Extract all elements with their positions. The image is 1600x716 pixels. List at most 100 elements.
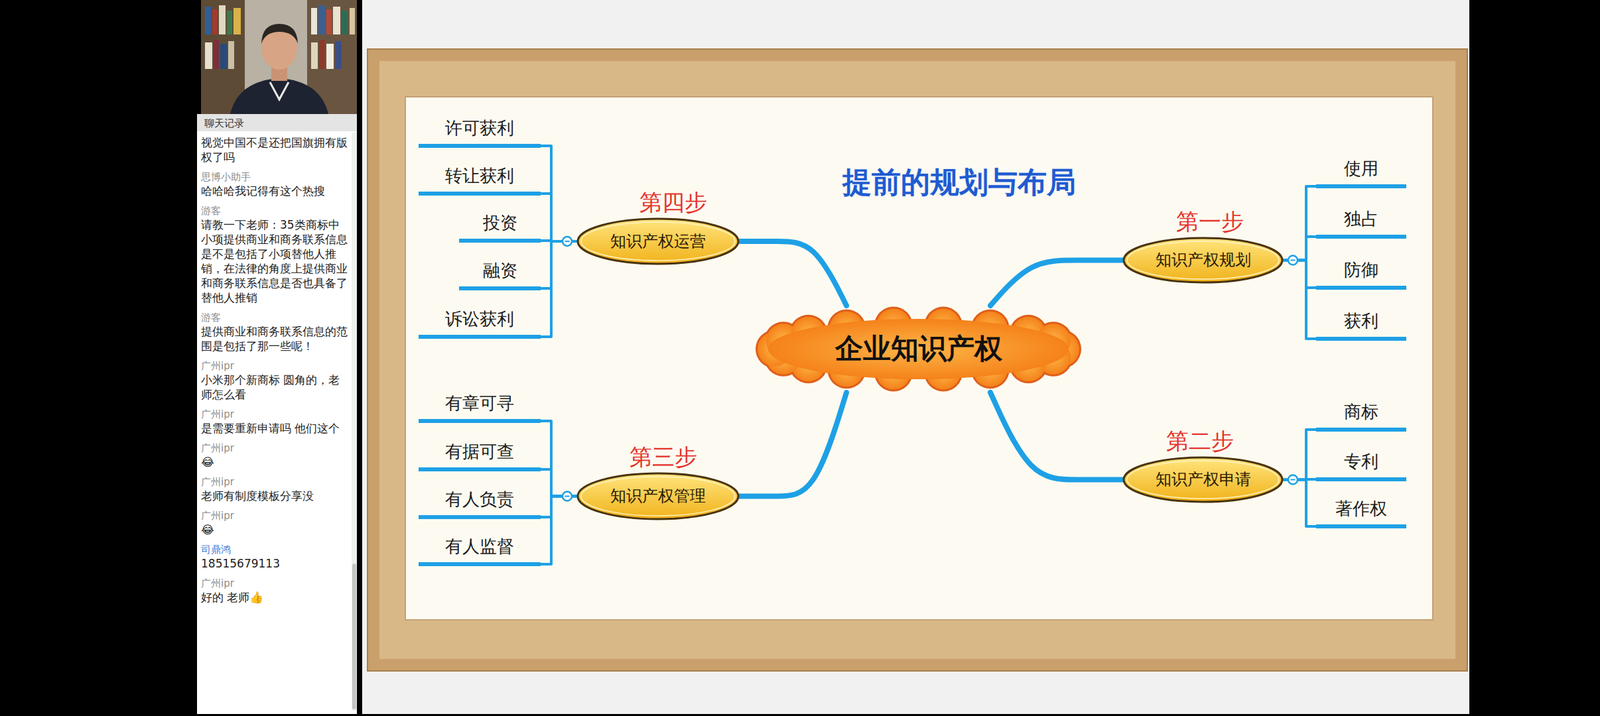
- branch-label: 融资: [482, 260, 518, 282]
- book: [212, 9, 218, 35]
- branch-item: 独占: [1316, 203, 1407, 239]
- branch-item: 许可获利: [418, 112, 541, 148]
- step-oval: 第三步知识产权管理: [576, 472, 740, 521]
- chat-message: 哈哈哈我记得有这个热搜: [200, 183, 350, 199]
- branch-item: 有人监督: [418, 531, 541, 567]
- branch-item: 获利: [1316, 305, 1407, 341]
- chat-log: 视觉中国不是还把国旗拥有版权了吗思博小助手哈哈哈我记得有这个热搜游客请教一下老师…: [200, 135, 350, 605]
- toggle-minus: [565, 496, 570, 498]
- book: [218, 5, 226, 35]
- chat-message: 视觉中国不是还把国旗拥有版权了吗: [200, 135, 350, 165]
- branch-label: 有人监督: [445, 536, 515, 558]
- book: [318, 5, 326, 35]
- toggle-minus: [1290, 479, 1296, 481]
- central-cloud: 企业知识产权: [754, 305, 1082, 393]
- book: [341, 10, 348, 35]
- chat-sender: 游客: [200, 311, 350, 325]
- oval-outline: [577, 218, 739, 265]
- chat-message: 18515679113: [200, 556, 350, 572]
- sub-branch: [1283, 186, 1317, 261]
- sub-branch: [540, 193, 577, 242]
- branch-item: 防御: [1316, 254, 1407, 290]
- chat-header-bar: [197, 114, 357, 132]
- toggle-circle: [1288, 256, 1298, 266]
- oval-outline: [1123, 238, 1283, 283]
- chat-message: 好的 老师👍: [200, 590, 350, 605]
- sub-branch: [540, 469, 577, 497]
- book: [204, 42, 213, 69]
- book: [349, 7, 355, 35]
- book: [220, 43, 227, 69]
- branch-label: 转让获利: [445, 165, 515, 187]
- sub-branch: [540, 241, 577, 289]
- webcam-wall: [200, 0, 357, 115]
- oval-outline: [1123, 457, 1283, 503]
- branch-label: 使用: [1343, 158, 1379, 180]
- toggle-minus: [1290, 260, 1296, 262]
- book: [311, 42, 318, 69]
- book: [326, 9, 332, 35]
- branch-item: 商标: [1316, 396, 1407, 432]
- sub-branch: [1283, 480, 1317, 528]
- oval-highlight: [581, 222, 735, 261]
- step-oval: 第一步知识产权规划: [1122, 236, 1284, 284]
- step-heading: 第四步: [639, 189, 708, 217]
- book: [204, 6, 211, 35]
- chat-message: 请教一下老师：35类商标中小项提供商业和商务联系信息是不是包括了小项替他人推销，…: [200, 217, 350, 306]
- sub-branch: [540, 145, 577, 242]
- chat-sender: 广州ipr: [200, 509, 350, 523]
- cloud-core: [768, 319, 1069, 380]
- branch-label: 有章可寻: [445, 393, 515, 414]
- step-oval: 第二步知识产权申请: [1122, 456, 1284, 504]
- branch-item: 著作权: [1316, 493, 1407, 529]
- book: [226, 10, 233, 35]
- oval-highlight: [1127, 461, 1279, 499]
- chat-sender: 广州ipr: [200, 475, 350, 489]
- main-branch: [990, 260, 1123, 307]
- book: [233, 7, 241, 35]
- book: [311, 7, 318, 35]
- sub-branch: [540, 241, 577, 337]
- toggle-circle: [1288, 475, 1298, 485]
- chat-message: 😂: [200, 455, 350, 470]
- chat-sender: 思博小助手: [200, 170, 350, 184]
- chat-message: 😂: [200, 522, 350, 538]
- oval-highlight: [1127, 241, 1279, 280]
- book: [333, 6, 341, 35]
- branch-item: 有章可寻: [418, 388, 541, 424]
- chat-panel: [197, 114, 357, 715]
- sub-branch: [1283, 429, 1317, 481]
- branch-label: 商标: [1343, 401, 1379, 423]
- chat-sender: 游客: [200, 204, 350, 218]
- branch-label: 专利: [1343, 451, 1379, 473]
- chat-message: 提供商业和商务联系信息的范围是包括了那一些呢！: [200, 324, 350, 354]
- branch-item: 投资: [459, 207, 541, 243]
- branch-label: 防御: [1343, 260, 1379, 281]
- main-branch: [990, 392, 1123, 481]
- chat-sender: 广州ipr: [200, 441, 350, 456]
- toggle-circle: [562, 236, 572, 247]
- scroll-track: [351, 132, 357, 712]
- main-branch: [739, 241, 847, 306]
- step-oval: 第四步知识产权运营: [576, 217, 740, 266]
- branch-label: 有人负责: [445, 489, 515, 511]
- branch-item: 诉讼获利: [418, 303, 541, 339]
- toggle-circle: [562, 492, 572, 502]
- oval-outline: [577, 473, 739, 520]
- branch-item: 转让获利: [418, 160, 541, 196]
- branch-label: 获利: [1343, 311, 1379, 332]
- branch-item: 专利: [1316, 446, 1407, 482]
- step-heading: 第三步: [629, 443, 698, 471]
- person-hair: [261, 23, 298, 44]
- chat-sender: 司鼎鸿: [200, 543, 350, 557]
- book: [326, 43, 334, 69]
- main-area: [362, 0, 1470, 715]
- chat-message: 是需要重新申请吗 他们这个: [200, 421, 350, 436]
- shirt-collar: [269, 82, 289, 100]
- collapse-toggle: [1288, 475, 1298, 485]
- book: [228, 41, 235, 69]
- branch-item: 使用: [1316, 153, 1407, 189]
- collapse-toggle: [562, 236, 572, 247]
- collapse-toggle: [1288, 256, 1298, 266]
- step-heading: 第二步: [1166, 427, 1234, 456]
